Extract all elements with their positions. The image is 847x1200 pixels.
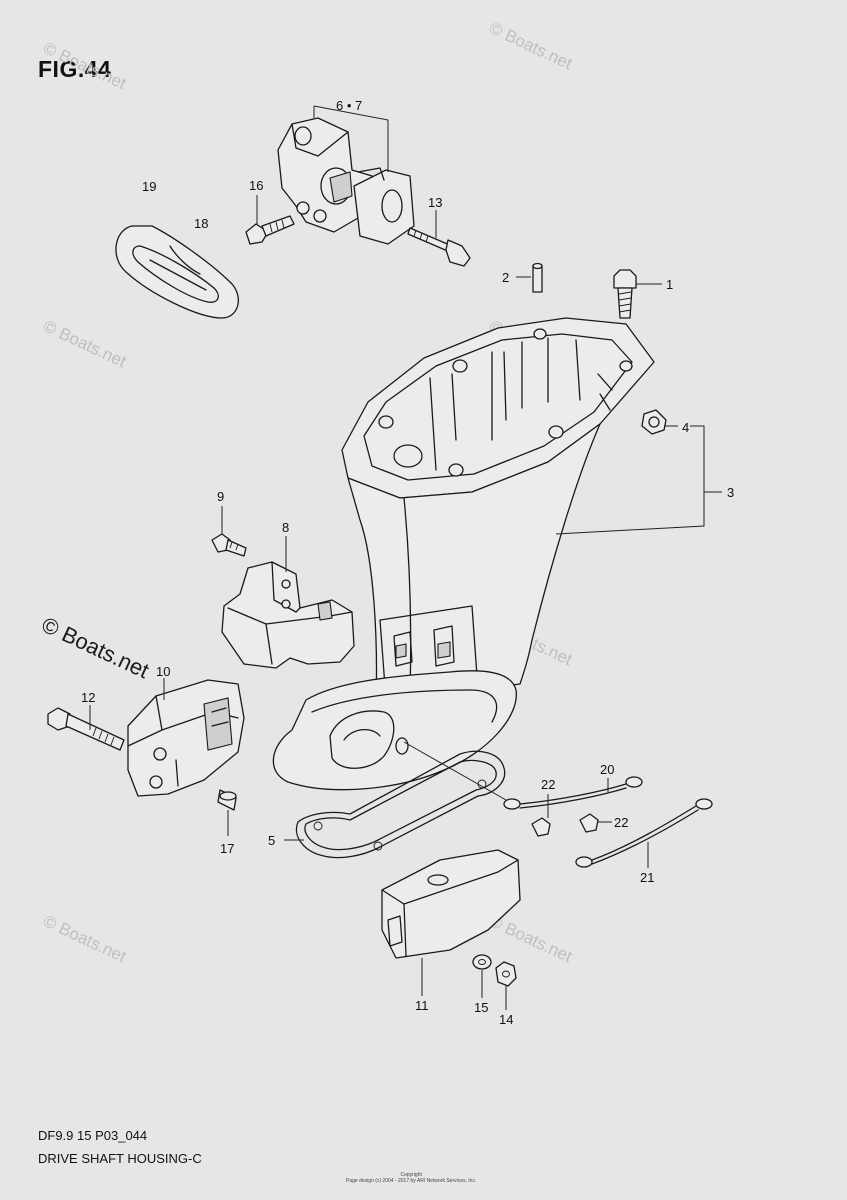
callout-20: 20: [600, 762, 614, 777]
part-13-bolt: [407, 227, 471, 267]
part-19-18-mount-pads: [115, 225, 239, 319]
part-14-nut: [495, 961, 517, 987]
watermark-text: © Boats.net: [38, 612, 153, 683]
callout-5: 5: [268, 833, 275, 848]
callout-4: 4: [682, 420, 689, 435]
callout-17: 17: [220, 841, 234, 856]
callout-12: 12: [81, 690, 95, 705]
part-12-bolt: [47, 707, 125, 751]
part-17-pin: [217, 789, 237, 811]
callout-21: 21: [640, 870, 654, 885]
leader-3: [555, 425, 722, 535]
watermark-text: © Boats.net: [40, 38, 129, 93]
leader-6-7: [313, 105, 389, 172]
figure-title: FIG.44: [38, 56, 112, 82]
part-9-bolt: [211, 533, 247, 557]
part-5-gasket: [295, 750, 506, 859]
callout-8: 8: [282, 520, 289, 535]
part-6-7-upper-mount: [277, 117, 415, 245]
part-3-drive-shaft-housing: [272, 317, 655, 791]
callout-16: 16: [249, 178, 263, 193]
callout-1: 1: [666, 277, 673, 292]
callout-2: 2: [502, 270, 509, 285]
part-20-21-ground-wires: [403, 741, 713, 868]
callout-22b: 22: [614, 815, 628, 830]
callout-9: 9: [217, 489, 224, 504]
callout-11: 11: [415, 998, 429, 1013]
copyright-line: Copyright: [400, 1172, 422, 1178]
callout-13: 13: [428, 195, 442, 210]
part-4-plug: [641, 409, 667, 435]
copyright-notice: Copyright Page design (c) 2004 - 2017 by…: [346, 1172, 476, 1184]
diagram-caption: DRIVE SHAFT HOUSING-C: [38, 1151, 202, 1166]
callout-14: 14: [499, 1012, 513, 1027]
part-22-screws: [531, 813, 599, 837]
part-11-cover: [381, 849, 521, 959]
part-15-washer: [472, 954, 492, 970]
callout-6-7: 6 • 7: [336, 98, 362, 113]
callout-3: 3: [727, 485, 734, 500]
part-8-lower-mount: [221, 561, 355, 669]
callout-19: 19: [142, 179, 156, 194]
watermark-text: © Boats.net: [40, 911, 129, 966]
watermark-text: © Boats.net: [40, 316, 129, 371]
callout-labels: 1 2 3 4 5 6 • 7 8 9 10 11 12 13 14 15 16…: [81, 98, 734, 1027]
copyright-line: Page design (c) 2004 - 2017 by ARI Netwo…: [346, 1178, 477, 1184]
callout-22a: 22: [541, 777, 555, 792]
callout-18: 18: [194, 216, 208, 231]
part-1-bolt: [613, 269, 637, 319]
callout-15: 15: [474, 1000, 488, 1015]
callout-10: 10: [156, 664, 170, 679]
part-2-dowel-pin: [532, 262, 543, 293]
part-16-bolt: [245, 215, 295, 245]
model-code: DF9.9 15 P03_044: [38, 1128, 148, 1143]
part-10-clamp: [127, 679, 245, 797]
watermark-text: © Boats.net: [486, 18, 575, 73]
